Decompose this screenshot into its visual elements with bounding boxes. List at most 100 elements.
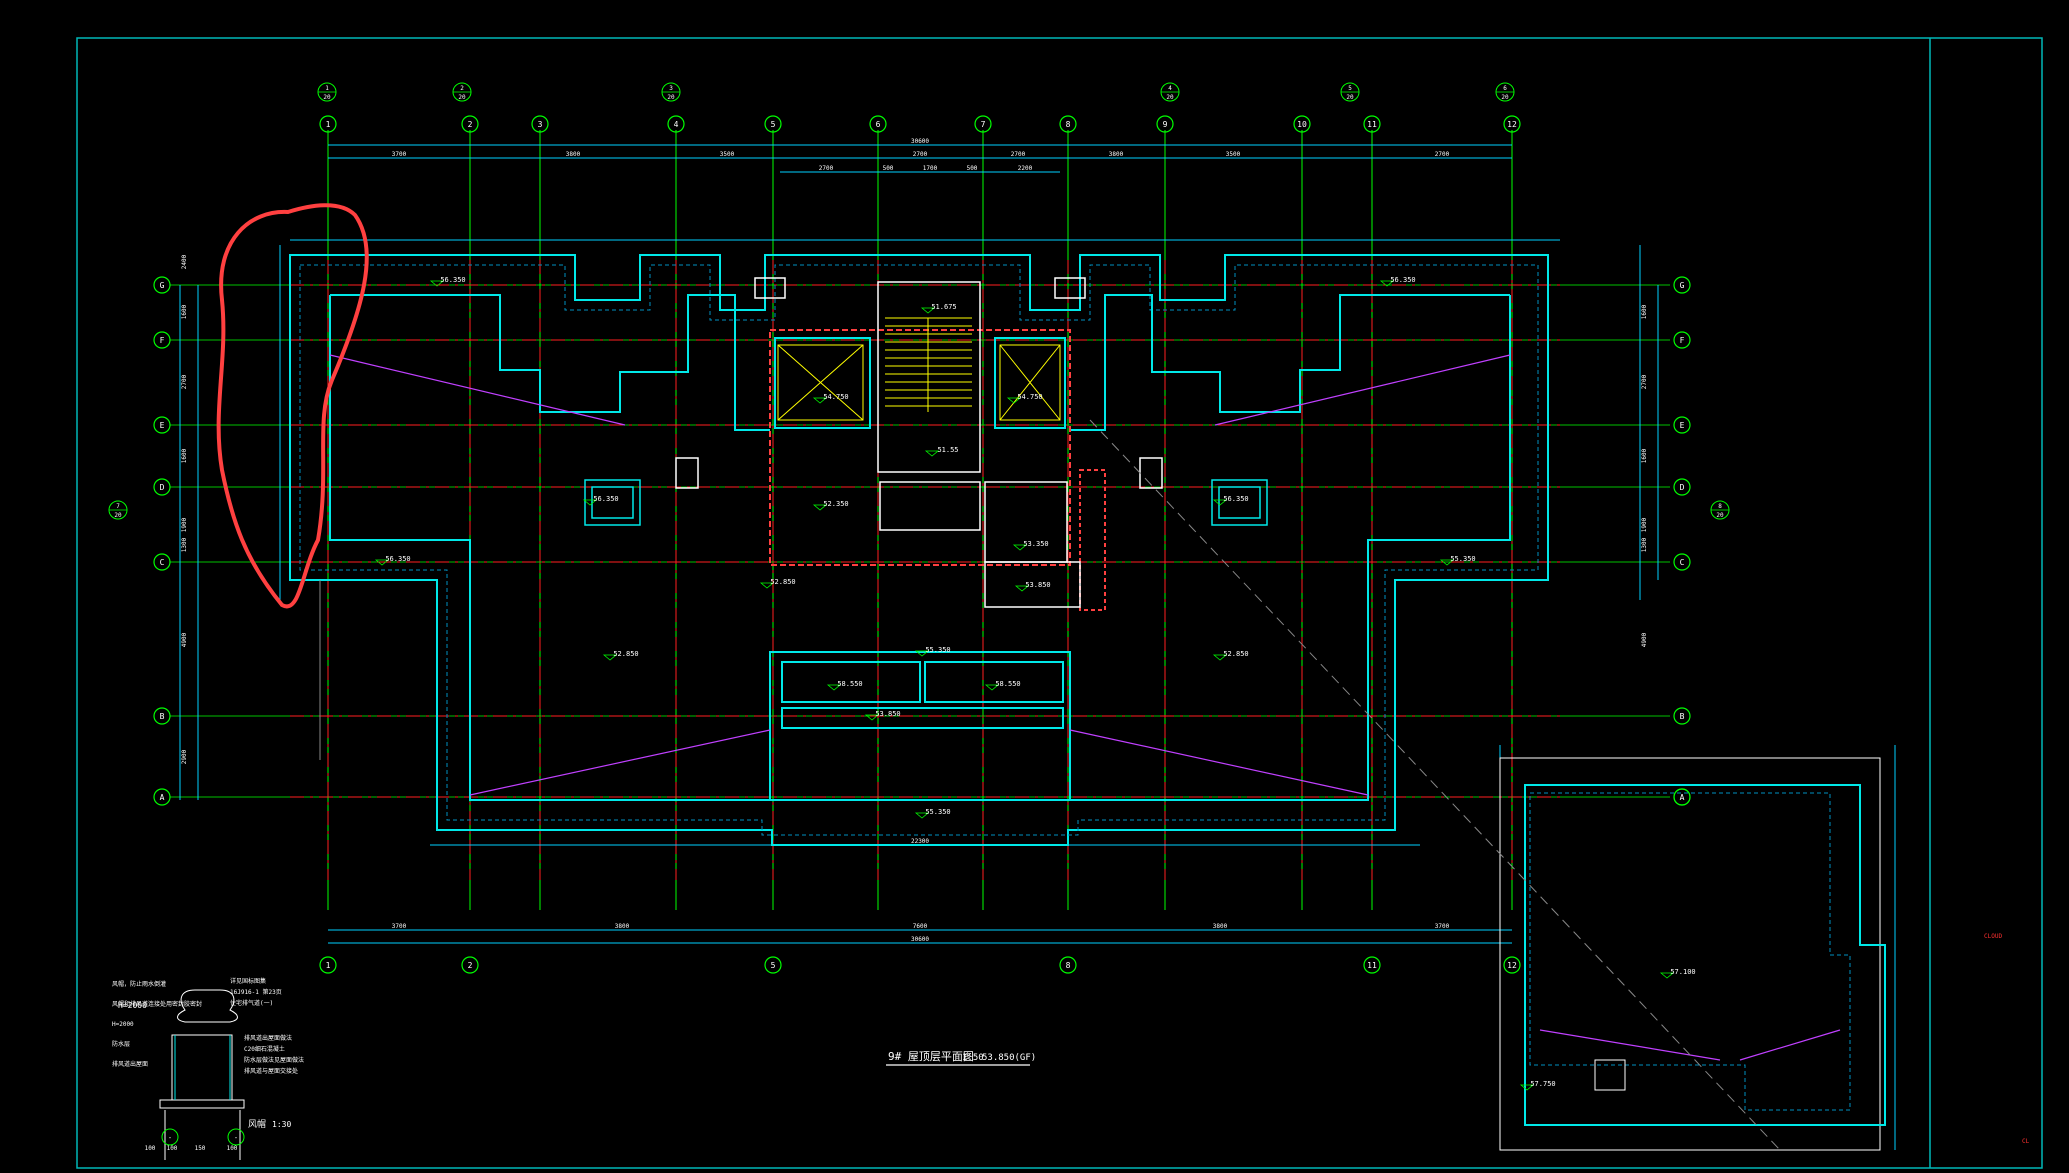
title-main: 9# 屋顶层平面图 [888,1050,974,1063]
axis-label-bottom-5: 5 [771,961,776,970]
dim-right-3: 1900 [1641,517,1648,532]
row-label-right-C: C [1680,558,1685,567]
dim-top-inner-3: 500 [967,165,978,172]
axis-label-bottom-8: 8 [1066,961,1071,970]
detail-dim-3: 100 [227,1145,238,1152]
elevation-room_left_top: 56.350 [440,276,465,284]
elevation-marker-stair_top [920,307,936,314]
axis-bubble-top-10 [1293,115,1311,133]
callout-ref-2: 20 [458,94,466,101]
detail-title: 风帽 [248,1118,266,1130]
dim-left-5: 1300 [181,537,188,552]
axis-bubble-top-8 [1059,115,1077,133]
detail-note-left-2: H=2000 [112,1021,134,1028]
row-bubble-left-F [153,331,171,349]
detail-note-right-0: 详见国标图集 [230,977,266,985]
callout-num-1: 1 [325,85,329,92]
right-dimension-lines [1499,245,1896,1150]
dim-left-3: 1600 [181,448,188,463]
row-bubble-right-E [1673,416,1691,434]
row-label-left-E: E [160,421,165,430]
dim-bottom-inner: 22300 [911,838,929,845]
row-label-left-C: C [160,558,165,567]
axis-label-top-2: 2 [468,120,473,129]
dim-top-inner-1: 500 [883,165,894,172]
elevation-lower_left_box: 58.550 [837,680,862,688]
row-bubble-right-G [1673,276,1691,294]
axis-label-bottom-2: 2 [468,961,473,970]
axis-label-top-7: 7 [981,120,986,129]
detail-axis-right: - [234,1134,238,1142]
elevation-marker-lower_band [914,650,930,657]
axis-label-bottom-1: 1 [326,961,331,970]
callout-ref-8: 20 [1716,512,1724,519]
dim-right-1: 2700 [1641,374,1648,389]
detail-height: H=2000 [118,1001,147,1010]
row-label-right-G: G [1680,281,1685,290]
dim-left-0: 2400 [181,254,188,269]
elevation-right_small_box: 56.350 [1223,495,1248,503]
dim-right-4: 1300 [1641,537,1648,552]
elevation-bottom_mid: 55.350 [925,808,950,816]
axis-label-top-6: 6 [876,120,881,129]
elevation-marker-right_corner_c [1439,559,1455,566]
detail-note-right-1: 16J916-1 第23页 [230,988,282,996]
callout-num-7: 7 [116,503,120,510]
detail-dim-1: 100 [167,1145,178,1152]
axis-bubble-bottom-1 [319,956,337,974]
dim-top-6: 3500 [1226,151,1241,158]
elevation-annex: 57.100 [1670,968,1695,976]
title-elevation: 53.850(GF) [982,1053,1036,1063]
top-dimension-lines [290,144,1560,241]
dim-top-inner-2: 1700 [923,165,938,172]
row-bubble-right-D [1673,478,1691,496]
dim-bottom-1: 3800 [615,923,630,930]
sheet-frame [76,37,2043,1169]
axis-bubble-bottom-2 [461,956,479,974]
annex-roof [1499,757,1886,1151]
detail-note-right-2: 住宅排气道(一) [230,999,273,1007]
elevation-left_field: 52.850 [613,650,638,658]
elevation-annex_corner: 57.750 [1530,1080,1555,1088]
roof-slope-lines [329,354,1841,1061]
elevation-marker-annex [1659,972,1675,979]
axis-label-top-5: 5 [771,120,776,129]
detail-axis-left: - [168,1134,172,1142]
row-bubble-right-C [1673,553,1691,571]
row-bubble-left-D [153,478,171,496]
callout-ref-5: 20 [1346,94,1354,101]
row-label-right-F: F [1680,336,1685,345]
row-label-left-F: F [160,336,165,345]
axis-label-top-11: 11 [1367,120,1377,129]
elevation-lower_band: 55.350 [925,646,950,654]
elevation-elev_left: 54.750 [823,393,848,401]
dim-top-3: 2700 [913,151,928,158]
section-diagonal [1089,419,1781,1151]
callout-num-4: 4 [1168,85,1172,92]
elevation-core_lower_left: 52.850 [770,578,795,586]
dim-bottom-4: 3700 [1435,923,1450,930]
title-scale: 1:50 [962,1053,984,1063]
callout-ref-7: 20 [114,512,122,519]
callout-num-5: 5 [1348,85,1352,92]
dim-right-2: 1600 [1641,448,1648,463]
elevation-marker-core_left [812,504,828,511]
dim-top-5: 3800 [1109,151,1124,158]
elevation-elev_right: 54.750 [1017,393,1042,401]
elevation-marker-stair_mid [924,450,940,457]
dim-top-inner-4: 2200 [1018,165,1033,172]
callout-ref-6: 20 [1501,94,1509,101]
elevation-marker-lower_left_box [826,684,842,691]
callout-num-3: 3 [669,85,673,92]
dim-bottom-0: 3700 [392,923,407,930]
elevation-marker-elev_right [1006,397,1022,404]
row-label-right-A: A [1680,793,1685,802]
elevation-marker-annex_corner [1519,1084,1535,1091]
row-bubble-right-B [1673,707,1691,725]
dim-left-6: 4900 [181,632,188,647]
axis-label-top-12: 12 [1507,120,1517,129]
row-bubble-annex [1673,788,1691,806]
